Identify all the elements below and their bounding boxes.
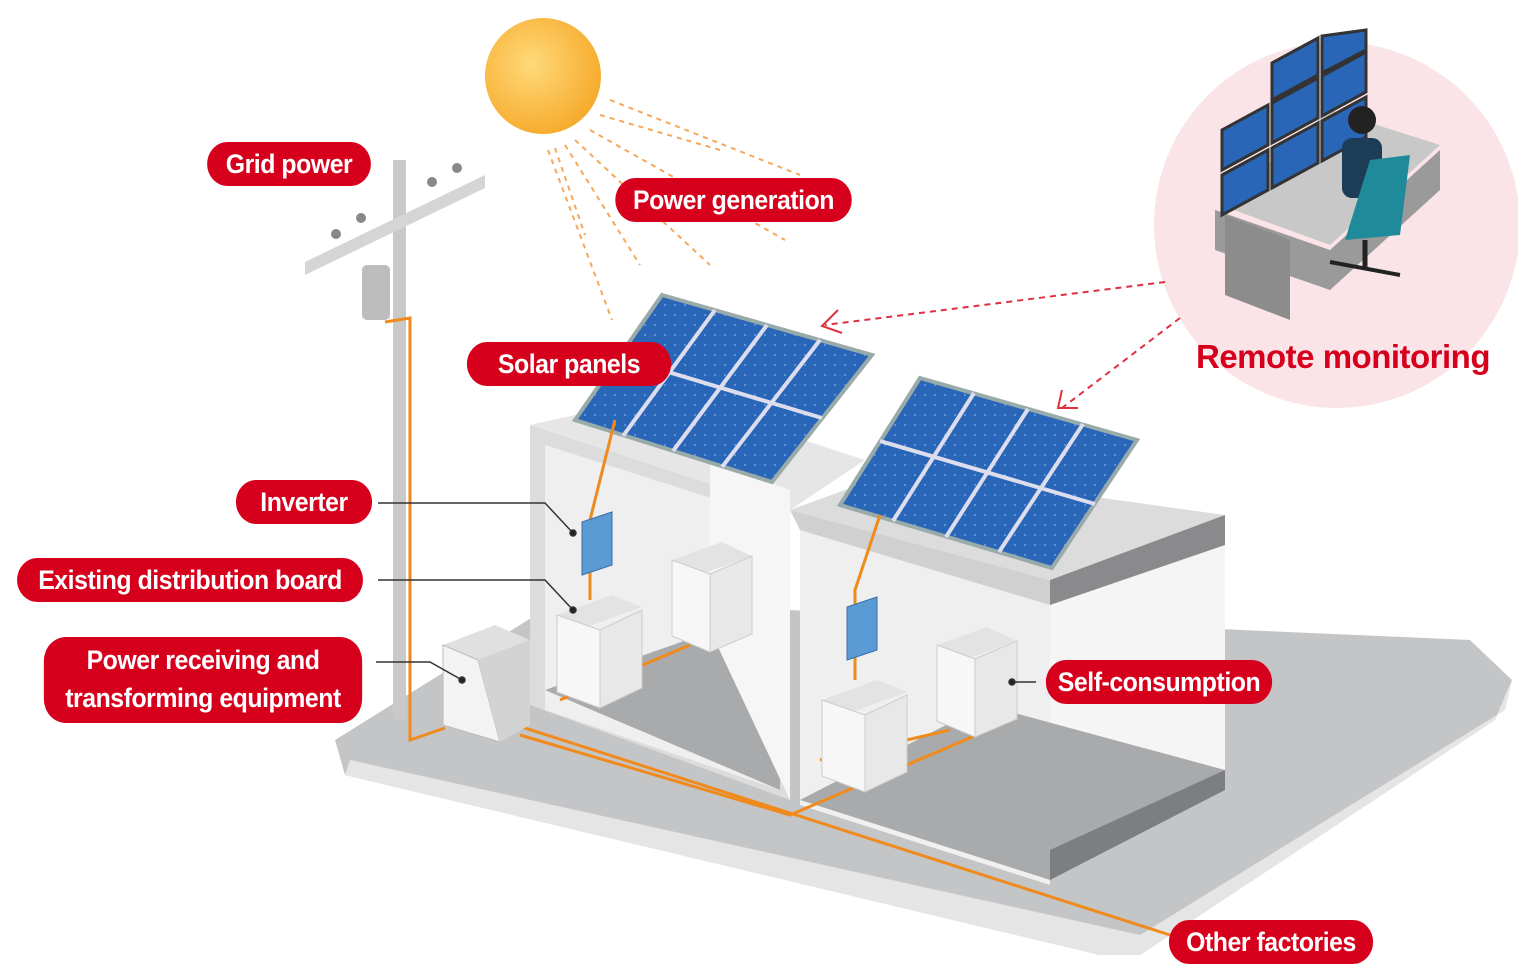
distribution-board-2	[821, 680, 908, 793]
utility-pole	[305, 160, 485, 720]
label-solar-panels: Solar panels	[466, 342, 672, 386]
inverter-2	[846, 596, 878, 661]
load-cabinet-1	[671, 542, 753, 653]
transformer-cabinet	[442, 625, 530, 743]
solar-panel-array-2	[836, 375, 1141, 571]
leader-lines	[376, 502, 1036, 686]
label-power-receiving-line1: Power receiving and	[86, 645, 320, 676]
label-power-receiving-line2: transforming equipment	[65, 683, 341, 713]
load-cabinet-2	[936, 627, 1018, 738]
label-other-factories: Other factories	[1168, 920, 1374, 964]
solar-panel-array-1	[571, 292, 876, 485]
label-grid-power: Grid power	[207, 142, 371, 186]
label-self-consumption: Self-consumption	[1045, 660, 1273, 704]
label-power-receiving: Power receiving and transforming equipme…	[43, 637, 363, 723]
distribution-board-1	[556, 595, 643, 709]
inverter-1	[581, 511, 613, 576]
label-remote-monitoring: Remote monitoring	[1196, 338, 1491, 375]
label-inverter: Inverter	[235, 480, 373, 524]
monitoring-arrows	[820, 281, 1181, 409]
label-power-generation: Power generation	[615, 178, 852, 222]
sun-icon	[485, 18, 601, 134]
operator-desk-icon	[1215, 28, 1440, 320]
label-distribution-board: Existing distribution board	[17, 558, 363, 602]
